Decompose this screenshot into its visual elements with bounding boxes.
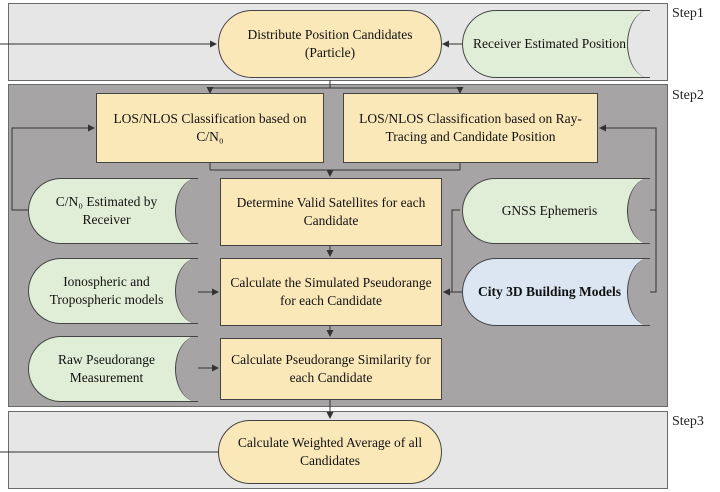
simulated-pseudorange-box: Calculate the Simulated Pseudorange for … — [220, 258, 442, 326]
weighted-average-box: Calculate Weighted Average of all Candid… — [218, 420, 442, 484]
pseudorange-similarity-box: Calculate Pseudorange Similarity for eac… — [220, 338, 442, 400]
step3-label: Step3 — [672, 414, 704, 429]
receiver-position-data: Receiver Estimated Position — [462, 10, 650, 78]
valid-satellites-box: Determine Valid Satellites for each Cand… — [220, 178, 442, 246]
los-raytracing-classification-box: LOS/NLOS Classification based on Ray-Tra… — [343, 93, 598, 163]
gnss-ephemeris-data: GNSS Ephemeris — [462, 178, 650, 244]
step2-label: Step2 — [672, 88, 704, 103]
los-cn0-classification-box: LOS/NLOS Classification based on C/N₀ — [96, 93, 324, 163]
distribute-candidates-box: Distribute Position Candidates (Particle… — [218, 10, 442, 78]
cn0-receiver-data: C/N₀ Estimated by Receiver — [28, 178, 198, 244]
city-3d-building-data: City 3D Building Models — [462, 258, 650, 326]
step1-label: Step1 — [672, 6, 704, 21]
iono-tropo-data: Ionospheric and Tropospheric models — [28, 258, 198, 324]
raw-pseudorange-data: Raw Pseudorange Measurement — [28, 336, 198, 402]
